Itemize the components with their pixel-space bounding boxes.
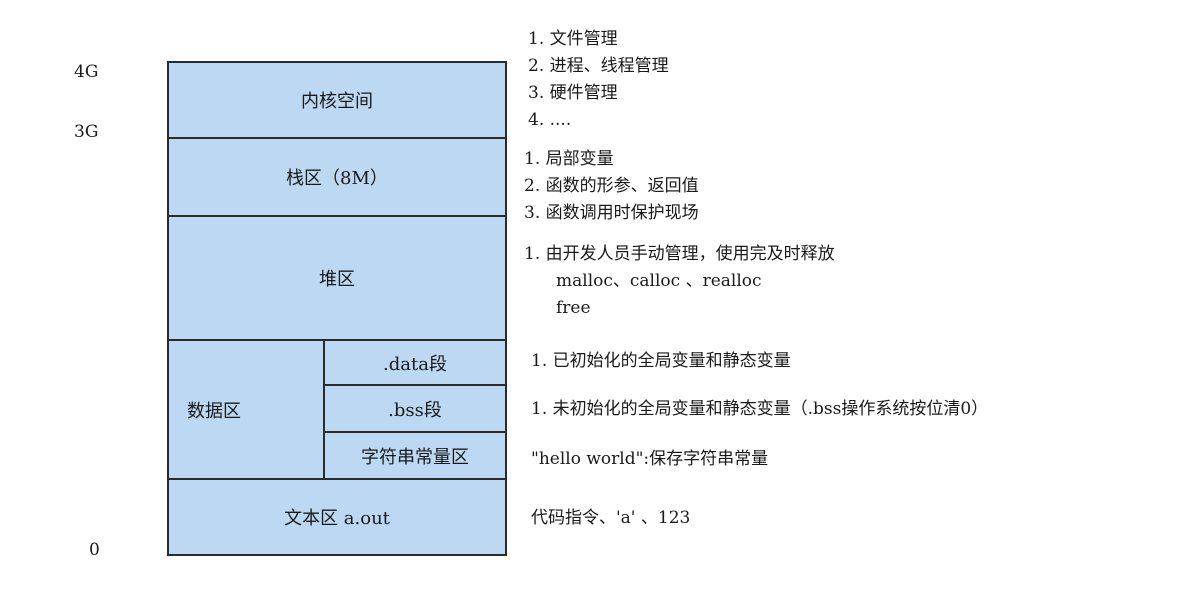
text-segment-note: 代码指令、'a' 、123 [531, 508, 691, 528]
heap-note-2: malloc、calloc 、realloc [556, 271, 762, 291]
data-segment-label: .data段 [383, 353, 447, 375]
stack-note-1: 1. 局部变量 [524, 149, 614, 169]
kernel-space-block: 内核空间 [167, 61, 507, 139]
kernel-notes: 1. 文件管理 2. 进程、线程管理 3. 硬件管理 4. .... [528, 26, 669, 134]
heap-notes: 1. 由开发人员手动管理，使用完及时释放 malloc、calloc 、real… [524, 241, 835, 322]
data-area-label: 数据区 [187, 400, 241, 422]
heap-note-3: free [556, 298, 591, 318]
kernel-note-4: 4. .... [528, 110, 572, 130]
data-segment-note: 1. 已初始化的全局变量和静态变量 [531, 351, 791, 371]
axis-label-3g: 3G [74, 122, 99, 142]
kernel-space-label: 内核空间 [301, 91, 373, 112]
bss-segment-note: 1. 未初始化的全局变量和静态变量（.bss操作系统按位清0） [531, 399, 989, 419]
heap-note-1: 1. 由开发人员手动管理，使用完及时释放 [524, 244, 835, 264]
axis-label-4g: 4G [74, 62, 99, 82]
stack-notes: 1. 局部变量 2. 函数的形参、返回值 3. 函数调用时保护现场 [524, 146, 699, 227]
bss-segment-label: .bss段 [388, 399, 442, 421]
bss-segment-block: .bss段 [323, 384, 507, 433]
kernel-note-1: 1. 文件管理 [528, 29, 618, 49]
stack-note-2: 2. 函数的形参、返回值 [524, 176, 699, 196]
stack-block: 栈区（8M） [167, 137, 507, 217]
stack-note-3: 3. 函数调用时保护现场 [524, 203, 699, 223]
kernel-note-2: 2. 进程、线程管理 [528, 56, 669, 76]
string-constant-label: 字符串常量区 [361, 446, 469, 468]
data-segment-block: .data段 [323, 339, 507, 386]
data-area-block: 数据区 [167, 339, 325, 480]
stack-label: 栈区（8M） [286, 168, 388, 189]
text-segment-block: 文本区 a.out [167, 478, 507, 556]
string-constant-note: "hello world":保存字符串常量 [531, 449, 769, 469]
heap-block: 堆区 [167, 215, 507, 341]
axis-label-0: 0 [89, 540, 100, 560]
text-segment-label: 文本区 a.out [284, 508, 390, 529]
heap-label: 堆区 [319, 269, 355, 290]
string-constant-block: 字符串常量区 [323, 431, 507, 480]
kernel-note-3: 3. 硬件管理 [528, 83, 618, 103]
